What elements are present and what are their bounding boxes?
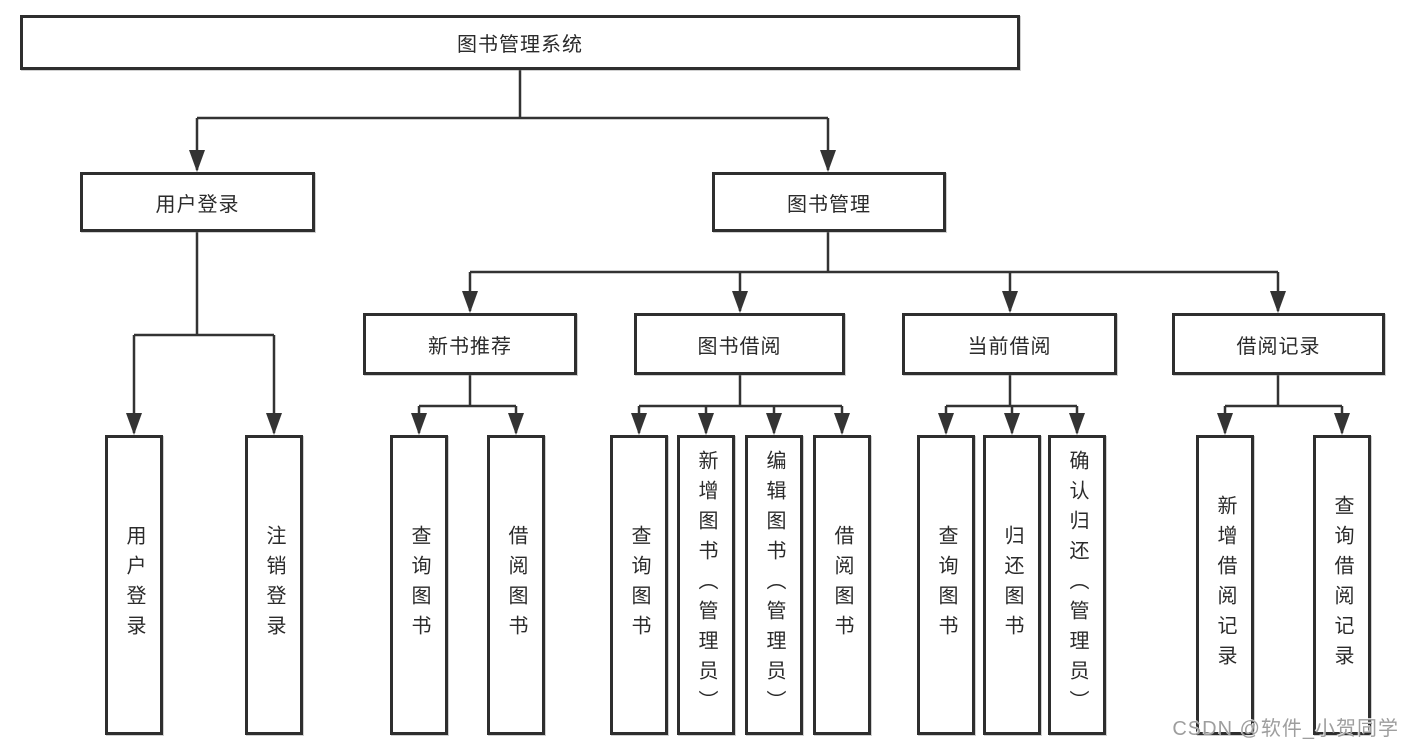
- node-book-borrow: 图书借阅: [634, 313, 845, 375]
- node-book-management: 图书管理: [712, 172, 946, 232]
- node-edit-book-admin: 编辑图书（管理员）: [745, 435, 803, 735]
- connector-new-book-children: [417, 375, 518, 433]
- connector-book-management-children: [468, 232, 1280, 311]
- node-add-book-admin: 新增图书（管理员）: [677, 435, 735, 735]
- node-label: 新增借阅记录: [1214, 495, 1236, 675]
- node-new-book-recommend: 新书推荐: [363, 313, 577, 375]
- node-return-book: 归还图书: [983, 435, 1041, 735]
- node-label: 新增图书（管理员）: [695, 450, 717, 720]
- node-label: 图书管理系统: [457, 34, 583, 56]
- node-confirm-return-admin: 确认归还（管理员）: [1048, 435, 1106, 735]
- node-query-books-borrow: 查询图书: [610, 435, 668, 735]
- node-label: 用户登录: [155, 193, 240, 216]
- node-add-borrow-record: 新增借阅记录: [1196, 435, 1254, 735]
- node-label: 新书推荐: [428, 335, 512, 358]
- node-query-books-current: 查询图书: [917, 435, 975, 735]
- node-borrow-records: 借阅记录: [1172, 313, 1385, 375]
- node-label: 注销登录: [263, 525, 285, 645]
- node-borrow-books-newrec: 借阅图书: [487, 435, 545, 735]
- connector-book-borrow-children: [637, 375, 844, 433]
- node-borrow-books-borrow: 借阅图书: [813, 435, 871, 735]
- node-label: 当前借阅: [967, 335, 1052, 358]
- node-label: 查询借阅记录: [1331, 495, 1353, 675]
- node-logout-leaf: 注销登录: [245, 435, 303, 735]
- node-label: 用户登录: [123, 525, 145, 645]
- connector-borrow-records-children: [1223, 375, 1344, 433]
- node-user-login: 用户登录: [80, 172, 315, 232]
- node-label: 借阅图书: [505, 525, 527, 645]
- connector-root-to-level2: [195, 70, 830, 170]
- node-label: 编辑图书（管理员）: [763, 450, 785, 720]
- node-label: 确认归还（管理员）: [1066, 450, 1088, 720]
- node-label: 图书借阅: [697, 335, 782, 358]
- node-root: 图书管理系统: [20, 15, 1020, 70]
- node-label: 查询图书: [935, 525, 957, 645]
- node-user-login-leaf: 用户登录: [105, 435, 163, 735]
- node-query-borrow-record: 查询借阅记录: [1313, 435, 1371, 735]
- node-label: 查询图书: [628, 525, 650, 645]
- node-label: 查询图书: [408, 525, 430, 645]
- node-query-books-newrec: 查询图书: [390, 435, 448, 735]
- node-current-borrow: 当前借阅: [902, 313, 1117, 375]
- node-label: 借阅记录: [1236, 335, 1321, 358]
- node-label: 借阅图书: [831, 525, 853, 645]
- node-label: 归还图书: [1001, 525, 1023, 645]
- node-label: 图书管理: [787, 193, 871, 216]
- connector-user-login-children: [132, 232, 276, 433]
